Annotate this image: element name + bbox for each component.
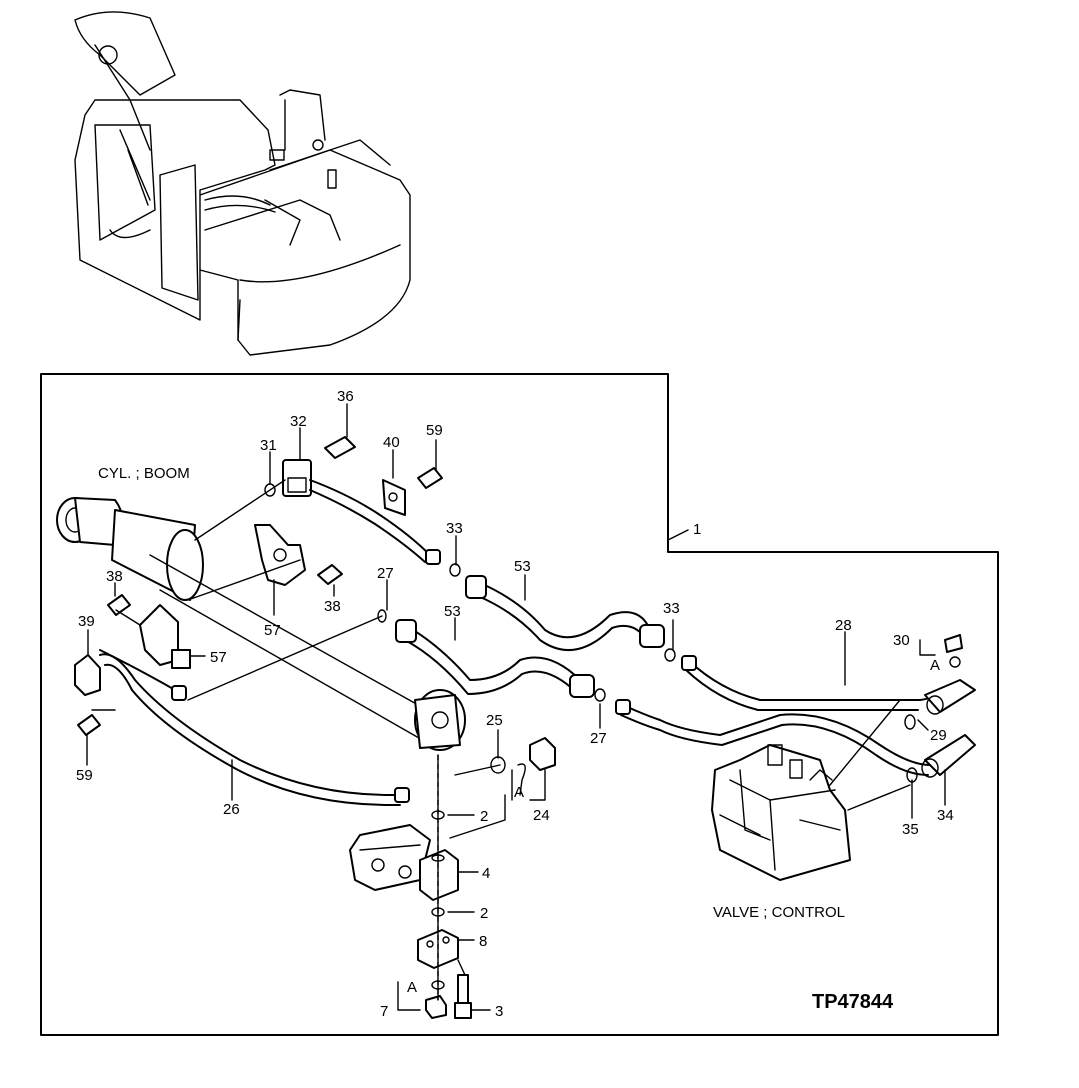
inset-frame [40,373,999,1036]
control-valve [711,744,851,881]
callout-8: 8 [479,933,487,950]
callout-36: 36 [337,388,354,405]
clamp-39 [74,654,101,696]
callout-7: 7 [380,1003,388,1020]
hose-53-upper [465,575,665,652]
callout-53: 53 [444,603,461,620]
callout-40: 40 [383,434,400,451]
callout-57: 57 [264,622,281,639]
callout-3: 3 [495,1003,503,1020]
callout-27: 27 [377,565,394,582]
valve-block-4 [349,824,459,901]
callout-35: 35 [902,821,919,838]
pipe-upper [309,479,431,556]
callout-24: 24 [533,807,550,824]
callout-39: 39 [78,613,95,630]
excavator-illustration [74,11,411,356]
bracket-40 [382,479,406,516]
callout-27: 27 [590,730,607,747]
pipe-26 [99,653,401,796]
callout-57: 57 [210,649,227,666]
callout-59: 59 [76,767,93,784]
pipe-28 [687,659,946,701]
callout-26: 26 [223,801,240,818]
reference-marker-a: A [407,979,417,996]
callout-33: 33 [446,520,463,537]
callout-2: 2 [480,808,488,825]
clamp-32 [264,436,356,497]
bolt-3 [457,974,469,1004]
hose-53-lower [395,619,595,698]
cyl-boom-label: CYL. ; BOOM [98,465,190,482]
callout-59: 59 [426,422,443,439]
valve-control-label: VALVE ; CONTROL [713,904,845,921]
callout-31: 31 [260,437,277,454]
callout-32: 32 [290,413,307,430]
callout-38: 38 [324,598,341,615]
reference-marker-a: A [930,657,940,674]
callout-53: 53 [514,558,531,575]
figure-reference: TP47844 [812,991,894,1013]
callout-34: 34 [937,807,954,824]
reference-marker-a: A [514,784,524,801]
callout-2: 2 [480,905,488,922]
callout-30: 30 [893,632,910,649]
callout-33: 33 [663,600,680,617]
callout-1: 1 [693,521,701,538]
callout-38: 38 [106,568,123,585]
callout-4: 4 [482,865,490,882]
callout-29: 29 [930,727,947,744]
clamp-57-upper [254,524,306,586]
callout-28: 28 [835,617,852,634]
callout-25: 25 [486,712,503,729]
pipe-34 [622,704,931,766]
